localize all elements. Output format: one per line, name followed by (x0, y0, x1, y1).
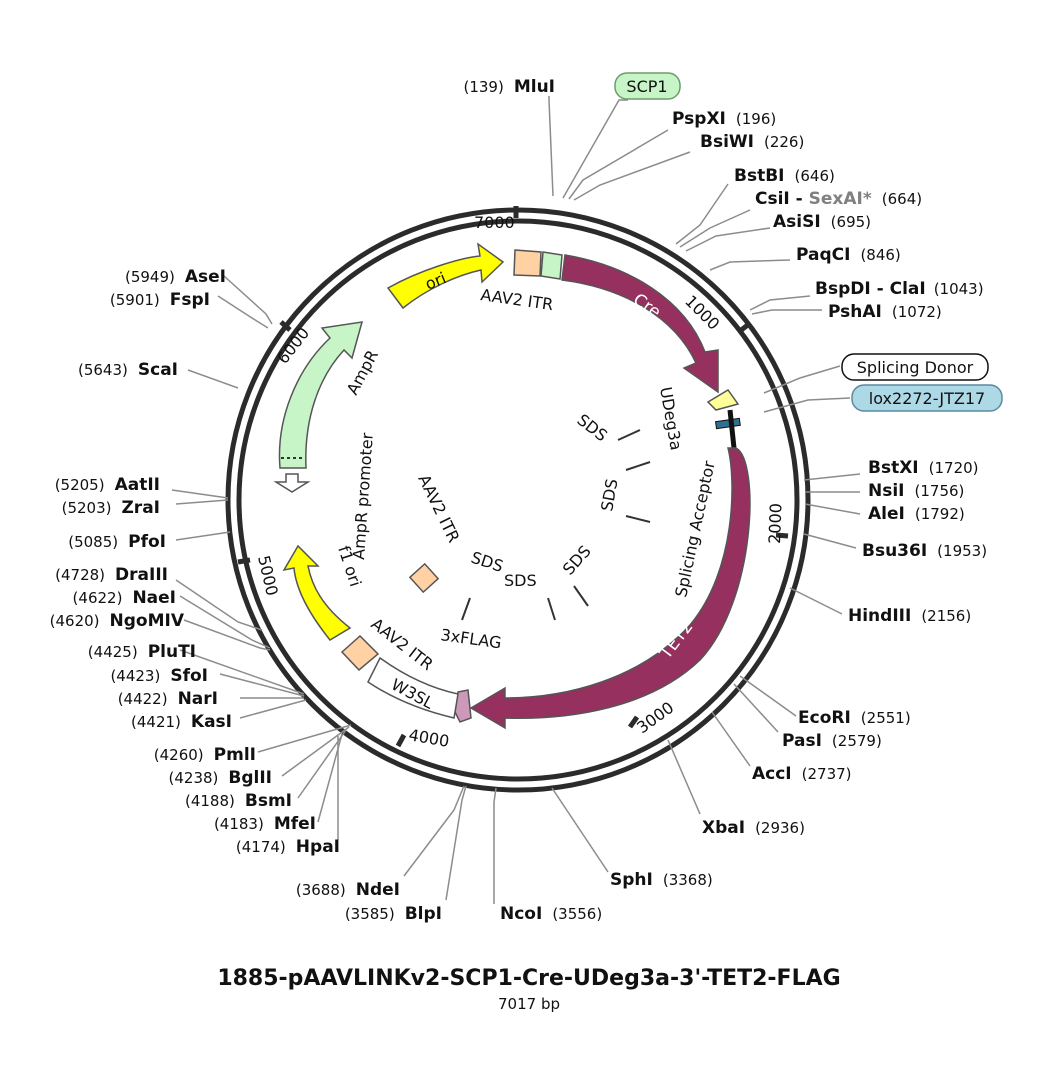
tick-label: 4000 (407, 725, 450, 751)
inner-tick (625, 515, 651, 523)
tick-mark (237, 557, 251, 565)
enzyme-label-bstbi[interactable]: BstBI(646) (734, 166, 835, 186)
udeg3a-label: UDeg3a (656, 385, 686, 451)
aav2-itr-top-feature[interactable] (513, 249, 542, 277)
enzyme-label-ndei[interactable]: (3688)NdeI (296, 880, 400, 900)
enzyme-label-paqci[interactable]: PaqCI(846) (796, 245, 901, 265)
enzyme-label-mlui[interactable]: (139)MluI (463, 77, 555, 97)
aav2-itr-inner-feature[interactable] (408, 562, 440, 594)
enzyme-label-asisi[interactable]: AsiSI(695) (773, 212, 871, 232)
tick-label: 6000 (273, 324, 313, 368)
inner-tick (625, 461, 651, 471)
w3sl-feature[interactable] (367, 656, 459, 719)
sds-label: SDS (597, 477, 621, 512)
enzyme-label-bsmi[interactable]: (4188)BsmI (185, 791, 292, 811)
sds-label: SDS (504, 571, 537, 590)
enzyme-label-nsii[interactable]: NsiI(1756) (868, 481, 964, 501)
tick-mark (775, 532, 789, 539)
enzyme-label-pmli[interactable]: (4260)PmlI (154, 745, 256, 765)
aav2-itr-bottom-feature[interactable] (340, 634, 380, 672)
splicing-acceptor-label: Splicing Acceptor (671, 459, 719, 599)
enzyme-label-pasi[interactable]: PasI(2579) (782, 731, 882, 751)
tick-marks (237, 206, 789, 748)
enzyme-label-pspxi[interactable]: PspXI(196) (672, 109, 776, 129)
tick-label: 2000 (765, 503, 785, 544)
enzyme-label-sfoi[interactable]: (4423)SfoI (110, 666, 208, 686)
enzyme-label-hpai[interactable]: (4174)HpaI (236, 837, 340, 857)
tick-mark (738, 322, 751, 333)
cre-feature[interactable] (561, 254, 719, 394)
enzyme-label-ncoi[interactable]: NcoI(3556) (500, 904, 602, 924)
aav2-itr-inner-label: AAV2 ITR (414, 471, 463, 545)
scp1-feature[interactable] (540, 251, 563, 280)
enzyme-label-pluti[interactable]: (4425)PluTI (88, 642, 196, 662)
enzyme-label-csii-sexai[interactable]: CsiI - SexAI*(664) (755, 189, 922, 209)
inner-tick (573, 585, 589, 607)
scp1-box-label: SCP1 (626, 77, 667, 96)
tick-mark (627, 715, 640, 729)
lox2272-box-label: lox2272-JTZ17 (869, 389, 985, 408)
sds-label: SDS (469, 548, 506, 576)
enzyme-label-sphi[interactable]: SphI(3368) (610, 870, 713, 890)
enzyme-label-draiii[interactable]: (4728)DraIII (55, 565, 168, 585)
tick-label: 5000 (254, 554, 282, 598)
enzyme-label-bstxi[interactable]: BstXI(1720) (868, 458, 979, 478)
sds-label: SDS (574, 410, 611, 445)
ampr-feature[interactable] (278, 321, 364, 469)
enzyme-label-fspi[interactable]: (5901)FspI (110, 290, 210, 310)
splicing-donor-box[interactable]: Splicing Donor (841, 353, 989, 381)
ampr-promoter-label: AmpR promoter (349, 432, 377, 561)
enzyme-label-bsiwi[interactable]: BsiWI(226) (700, 132, 804, 152)
enzyme-label-pshai[interactable]: PshAI(1072) (828, 302, 942, 322)
plasmid-title: 1885-pAAVLINKv2-SCP1-Cre-UDeg3a-3'-TET2-… (217, 966, 841, 991)
enzyme-label-naei[interactable]: (4622)NaeI (73, 588, 176, 608)
enzyme-label-hindiii[interactable]: HindIII(2156) (848, 606, 971, 626)
enzyme-label-scai[interactable]: (5643)ScaI (78, 360, 178, 380)
lox2272-box[interactable]: lox2272-JTZ17 (851, 384, 1003, 412)
inner-tick (547, 597, 556, 621)
enzyme-label-bglii[interactable]: (4238)BglII (169, 768, 273, 788)
f1-ori-feature[interactable] (282, 544, 352, 641)
enzyme-label-alei[interactable]: AleI(1792) (868, 504, 965, 524)
enzyme-label-bspdi-clai[interactable]: BspDI - ClaI(1043) (815, 279, 984, 299)
enzyme-label-kasi[interactable]: (4421)KasI (131, 712, 232, 732)
enzyme-label-acci[interactable]: AccI(2737) (752, 764, 852, 784)
inner-tick (461, 597, 471, 621)
enzyme-labels: (139)MluI PspXI(196) BsiWI(226) BstBI(64… (50, 77, 987, 924)
enzyme-label-pfoi[interactable]: (5085)PfoI (68, 532, 166, 552)
plasmid-length: 7017 bp (498, 995, 560, 1013)
enzyme-label-bsu36i[interactable]: Bsu36I(1953) (862, 541, 987, 561)
enzyme-label-asei[interactable]: (5949)AseI (125, 267, 226, 287)
tick-label: 7000 (474, 213, 515, 232)
backbone-inner-ring (236, 218, 800, 782)
lox-bar (727, 409, 737, 449)
aav2-itr-top-label: AAV2 ITR (479, 285, 554, 314)
enzyme-label-ecori[interactable]: EcoRI(2551) (798, 708, 911, 728)
scp1-box[interactable]: SCP1 (614, 72, 681, 100)
ampr-promoter-feature[interactable] (273, 473, 311, 493)
tick-mark (279, 320, 292, 332)
ori-feature[interactable] (386, 242, 505, 310)
enzyme-label-nari[interactable]: (4422)NarI (118, 689, 218, 709)
splicing-donor-box-label: Splicing Donor (857, 358, 974, 377)
sds-label: SDS (559, 542, 595, 579)
enzyme-label-zrai[interactable]: (5203)ZraI (62, 498, 160, 518)
enzyme-label-blpi[interactable]: (3585)BlpI (345, 904, 442, 924)
splicing-donor-feature[interactable] (706, 389, 740, 411)
tet2-feature[interactable] (469, 447, 751, 730)
enzyme-label-mfei[interactable]: (4183)MfeI (214, 814, 316, 834)
leader-lines (171, 96, 861, 904)
enzyme-label-xbai[interactable]: XbaI(2936) (702, 818, 805, 838)
lox2272-feature[interactable] (714, 417, 741, 430)
enzyme-label-aatii[interactable]: (5205)AatII (55, 475, 160, 495)
tick-mark (395, 733, 407, 748)
flag-label: 3xFLAG (439, 625, 502, 652)
inner-tick (617, 429, 641, 441)
enzyme-label-ngomiv[interactable]: (4620)NgoMIV (50, 611, 185, 631)
